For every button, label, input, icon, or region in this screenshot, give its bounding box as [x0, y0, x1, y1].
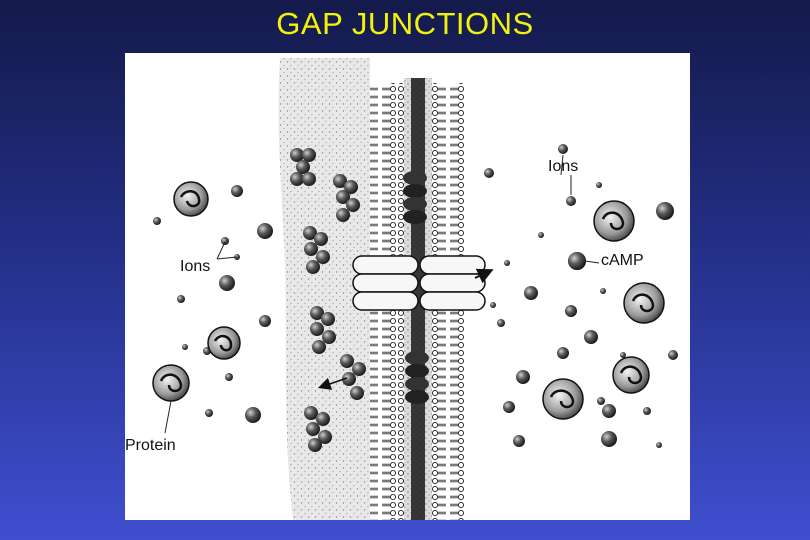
slide-title: GAP JUNCTIONS	[0, 6, 810, 42]
gap-junction-illustration: Ions Ions cAMP Protein	[125, 53, 690, 520]
camp-molecule	[568, 252, 586, 270]
label-protein: Protein	[125, 437, 176, 455]
label-ions-right: Ions	[548, 158, 578, 176]
label-camp: cAMP	[601, 252, 644, 270]
label-ions-left: Ions	[180, 258, 210, 276]
illustration-canvas	[125, 53, 690, 520]
